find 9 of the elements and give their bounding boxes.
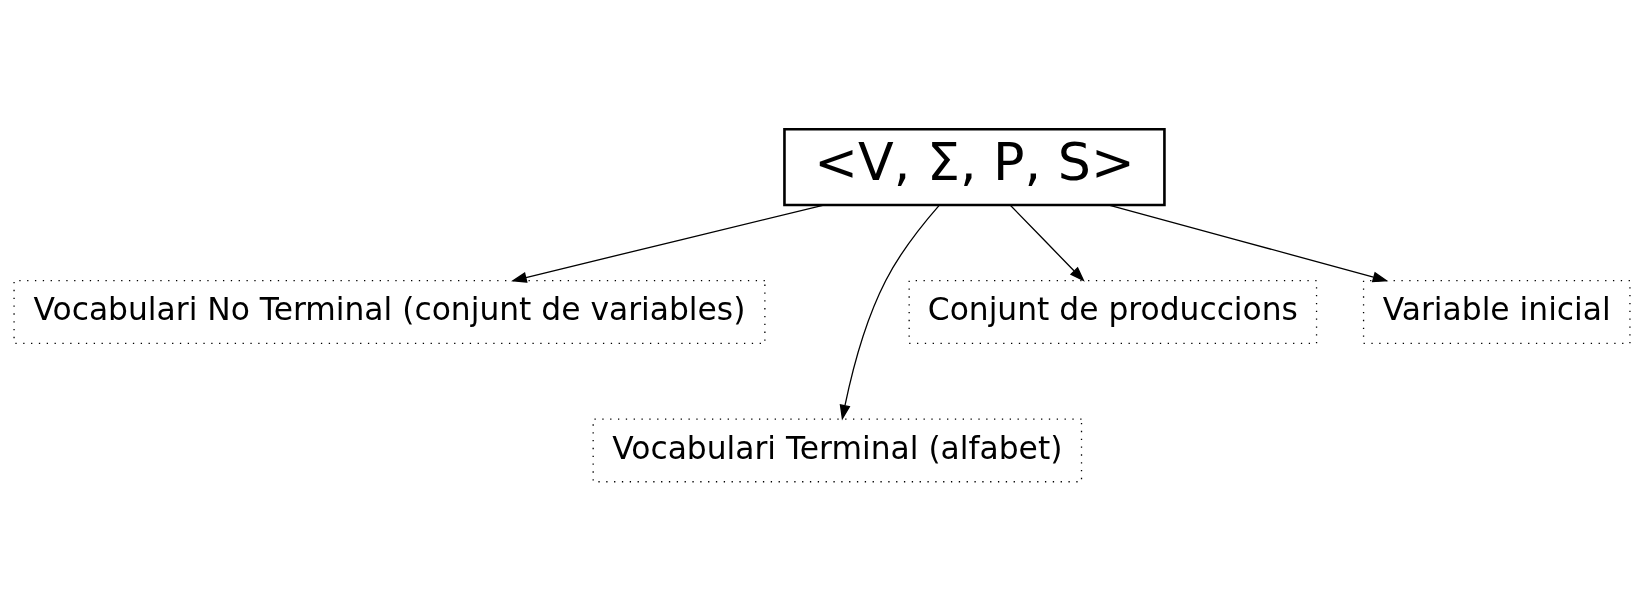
- node-box: Vocabulari Terminal (alfabet): [592, 418, 1083, 483]
- arrow: [1108, 204, 1389, 283]
- node-box: Variable inicial: [1362, 280, 1631, 345]
- arrow: [1009, 204, 1085, 282]
- node-box: Vocabulari No Terminal (conjunt de variables): [13, 280, 766, 345]
- arrow: [839, 204, 940, 421]
- arrow: [511, 204, 825, 283]
- node-box: Conjunt de produccions: [908, 280, 1318, 345]
- node-box: <V, Σ, P, S>: [783, 127, 1166, 207]
